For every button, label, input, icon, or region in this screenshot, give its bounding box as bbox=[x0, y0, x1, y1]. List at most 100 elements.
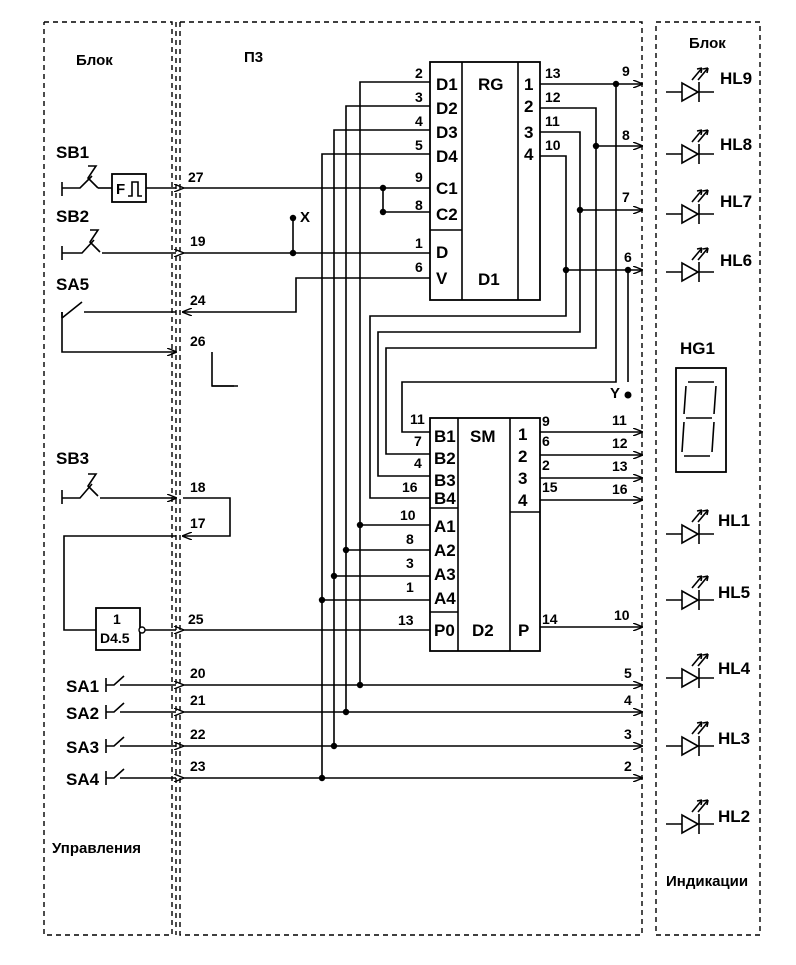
sb3-label: SB3 bbox=[56, 449, 89, 468]
pin-number: 4 bbox=[415, 113, 423, 129]
seven-segment-display bbox=[675, 367, 727, 473]
register-output: 3 bbox=[524, 123, 533, 142]
connector-pin: 23 bbox=[190, 758, 206, 774]
connector-pin: 8 bbox=[622, 127, 630, 143]
register-input: D bbox=[436, 243, 448, 262]
register-input: D1 bbox=[436, 75, 458, 94]
led-hl5-icon bbox=[665, 575, 715, 611]
sa1-label: SA1 bbox=[66, 677, 99, 696]
sa4-switch bbox=[105, 768, 125, 785]
pin-number: 6 bbox=[415, 259, 423, 275]
hl2-label: HL2 bbox=[718, 807, 750, 826]
connector-pin: 13 bbox=[612, 458, 628, 474]
adder-input: B4 bbox=[434, 489, 456, 508]
inverter-d45: 1 D4.5 bbox=[95, 607, 146, 651]
adder-input: B2 bbox=[434, 449, 456, 468]
register-name: RG bbox=[478, 75, 504, 94]
indication-block-subtitle: Индикации bbox=[666, 873, 748, 890]
register-input: D4 bbox=[436, 147, 458, 166]
hl4-label: HL4 bbox=[718, 659, 751, 678]
connector-pin: 3 bbox=[624, 726, 632, 742]
hg1-label: HG1 bbox=[680, 339, 715, 358]
register-input: V bbox=[436, 269, 448, 288]
adder-output: 1 bbox=[518, 425, 527, 444]
register-input: D3 bbox=[436, 123, 458, 142]
p3-block-frame bbox=[175, 21, 643, 936]
pin-number: 2 bbox=[542, 457, 550, 473]
connector-pin: 24 bbox=[190, 292, 206, 308]
connector-pin: 16 bbox=[612, 481, 628, 497]
led-hl6-icon bbox=[665, 247, 715, 283]
pin-number: 12 bbox=[545, 89, 561, 105]
connector-pin: 4 bbox=[624, 692, 632, 708]
connector-pin: 9 bbox=[622, 63, 630, 79]
connector-pin: 18 bbox=[190, 479, 206, 495]
adder-input: B1 bbox=[434, 427, 456, 446]
point-y-label: Y bbox=[610, 385, 620, 402]
sa1-switch bbox=[105, 675, 125, 692]
inverter-ref: D4.5 bbox=[100, 630, 130, 646]
adder-ref: D2 bbox=[472, 621, 494, 640]
inverter-function: 1 bbox=[113, 611, 121, 627]
pin-number: 9 bbox=[415, 169, 423, 185]
led-hl3-icon bbox=[665, 721, 715, 757]
point-x-label: X bbox=[300, 209, 310, 226]
sa4-label: SA4 bbox=[66, 770, 100, 789]
connector-pin: 11 bbox=[612, 412, 627, 428]
led-hl8-icon bbox=[665, 129, 715, 165]
sa3-switch bbox=[105, 736, 125, 753]
connector-pin: 10 bbox=[614, 607, 630, 623]
register-input: C2 bbox=[436, 205, 458, 224]
hl3-label: HL3 bbox=[718, 729, 750, 748]
pin-number: 11 bbox=[410, 411, 425, 427]
led-hl4-icon bbox=[665, 653, 715, 689]
sb1-button bbox=[61, 165, 99, 196]
register-output: 4 bbox=[524, 145, 534, 164]
led-hl9-icon bbox=[665, 67, 715, 103]
sa5-switch bbox=[61, 301, 83, 319]
sb3-button bbox=[61, 473, 99, 504]
connector-pin: 21 bbox=[190, 692, 206, 708]
pin-number: 8 bbox=[406, 531, 414, 547]
register-input: D2 bbox=[436, 99, 458, 118]
pin-number: 13 bbox=[398, 612, 414, 628]
pin-number: 4 bbox=[414, 455, 422, 471]
pin-number: 5 bbox=[415, 137, 423, 153]
sb2-label: SB2 bbox=[56, 207, 89, 226]
register-output: 1 bbox=[524, 75, 533, 94]
hl7-label: HL7 bbox=[720, 192, 752, 211]
adder-input: P0 bbox=[434, 621, 455, 640]
pin-number: 14 bbox=[542, 611, 558, 627]
connector-pin: 12 bbox=[612, 435, 628, 451]
connector-pin: 6 bbox=[624, 249, 632, 265]
sa3-label: SA3 bbox=[66, 738, 99, 757]
sa2-label: SA2 bbox=[66, 704, 99, 723]
led-hl7-icon bbox=[665, 189, 715, 225]
pin-number: 7 bbox=[414, 433, 422, 449]
pin-number: 1 bbox=[406, 579, 414, 595]
pin-number: 3 bbox=[406, 555, 414, 571]
pin-number: 10 bbox=[400, 507, 416, 523]
pin-number: 6 bbox=[542, 433, 550, 449]
connector-pin: 22 bbox=[190, 726, 206, 742]
connector-pin: 25 bbox=[188, 611, 204, 627]
register-ref: D1 bbox=[478, 270, 500, 289]
pulse-generator: F bbox=[111, 173, 147, 203]
connector-pin: 19 bbox=[190, 233, 206, 249]
control-block-subtitle: Управления bbox=[52, 840, 141, 857]
adder-input: A2 bbox=[434, 541, 456, 560]
register-d1: RG D1 D1 D2 D3 D4 C1 C2 D V 1 2 3 4 bbox=[429, 61, 541, 301]
pin-number: 8 bbox=[415, 197, 423, 213]
pin-number: 10 bbox=[545, 137, 561, 153]
connector-pin: 5 bbox=[624, 665, 632, 681]
adder-name: SM bbox=[470, 427, 496, 446]
pin-number: 13 bbox=[545, 65, 561, 81]
hl6-label: HL6 bbox=[720, 251, 752, 270]
adder-input: A4 bbox=[434, 589, 456, 608]
connector-pin: 27 bbox=[188, 169, 204, 185]
hl1-label: HL1 bbox=[718, 511, 750, 530]
adder-output: 2 bbox=[518, 447, 527, 466]
p3-block-title: П3 bbox=[244, 49, 263, 66]
adder-output: 4 bbox=[518, 491, 528, 510]
